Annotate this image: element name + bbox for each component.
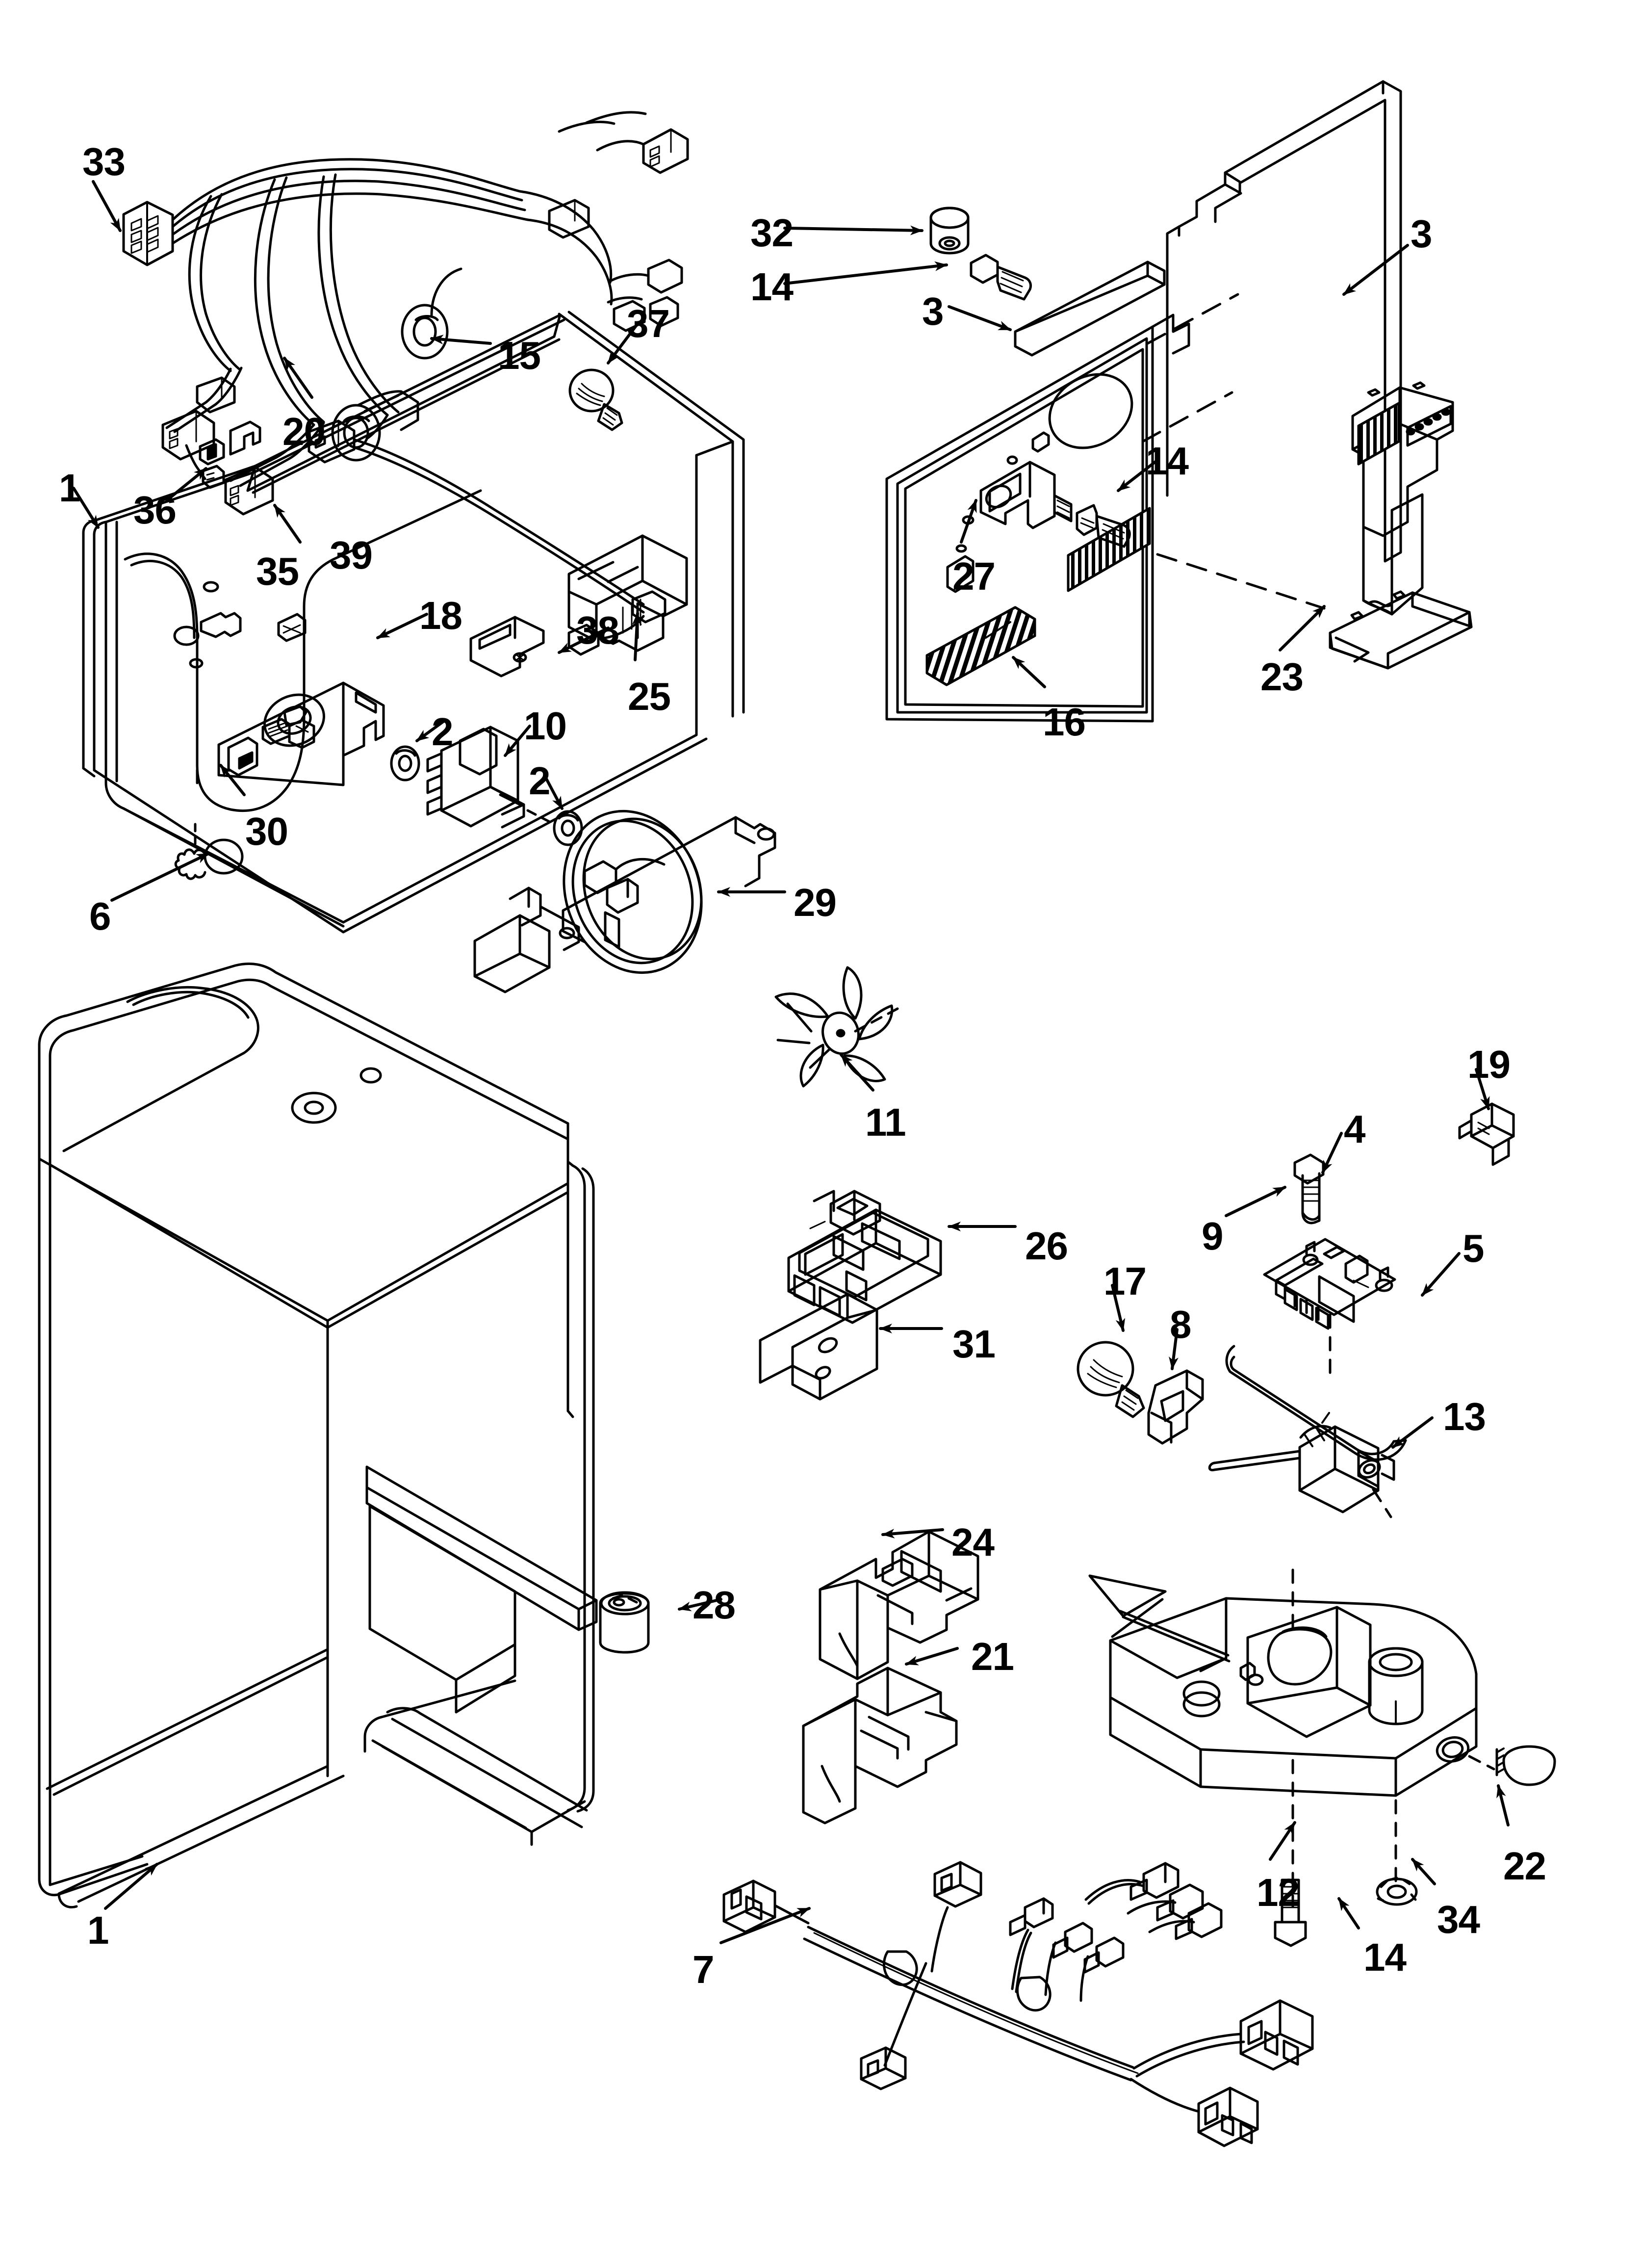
callout-21: 21 (971, 1635, 1014, 1678)
callout-22: 22 (1503, 1844, 1546, 1888)
mounting-plate-31 (759, 1293, 878, 1401)
light-bulb-17 (1077, 1341, 1145, 1418)
fan-shroud-29 (473, 809, 776, 993)
screw-9 (1293, 1153, 1325, 1225)
callout-14-c: 14 (1363, 1935, 1407, 1979)
wire-clip-19 (1458, 1102, 1515, 1166)
drawer-support-24 (819, 1530, 979, 1680)
callout-1-b: 1 (87, 1908, 109, 1952)
callout-17: 17 (1103, 1259, 1147, 1303)
rear-panel (885, 293, 1326, 723)
clip-36 (199, 420, 261, 466)
screw-14a (970, 254, 1032, 301)
callout-39: 39 (330, 533, 373, 577)
callout-27: 27 (952, 554, 996, 598)
callout-5: 5 (1462, 1226, 1484, 1270)
callout-34: 34 (1437, 1898, 1480, 1941)
callout-11: 11 (865, 1100, 906, 1144)
defrost-timer-13 (1208, 1412, 1395, 1518)
damper-housing-18 (217, 613, 385, 786)
callout-3-b: 3 (1411, 212, 1432, 256)
screw-14c (1274, 1878, 1307, 1947)
callout-31: 31 (952, 1322, 996, 1366)
callout-20: 20 (282, 410, 326, 453)
callout-29: 29 (794, 881, 837, 924)
control-board-4 (1263, 1238, 1396, 1378)
callout-3-a: 3 (922, 289, 944, 333)
wire-harness-7 (722, 1861, 1314, 2147)
callout-7: 7 (693, 1948, 714, 1991)
callout-13: 13 (1443, 1395, 1486, 1438)
callout-12: 12 (1257, 1871, 1300, 1914)
drawer-support-21 (802, 1667, 958, 1825)
callout-18: 18 (419, 594, 462, 637)
capillary-tube-5 (1225, 1345, 1407, 1461)
gasket-3b (1166, 80, 1402, 563)
bushing-32 (929, 207, 970, 255)
callout-35: 35 (256, 549, 299, 593)
terminal-cover-27 (979, 461, 1073, 529)
callout-15: 15 (498, 334, 541, 377)
fan-blade-11 (774, 966, 899, 1088)
callout-16: 16 (1043, 700, 1086, 744)
callout-8: 8 (1170, 1303, 1191, 1346)
leveling-foot-22 (1495, 1745, 1556, 1786)
drain-plug-6 (174, 823, 244, 880)
bracket-38 (469, 616, 545, 678)
liner-1 (82, 311, 745, 934)
callout-10: 10 (524, 704, 567, 748)
callout-32: 32 (750, 211, 794, 255)
air-duct-25 (567, 534, 688, 652)
push-nut-34 (1376, 1877, 1418, 1906)
gasket-3a (1014, 261, 1166, 357)
callout-33: 33 (82, 140, 126, 183)
callout-9: 9 (1202, 1214, 1223, 1258)
wire-harness-33 (122, 111, 689, 516)
air-tower-23 (1329, 381, 1473, 670)
screw-14b (1076, 504, 1131, 548)
callout-14-a: 14 (750, 265, 794, 309)
roller-bushing-28 (599, 1591, 650, 1654)
callout-19: 19 (1467, 1043, 1511, 1086)
light-bulb-37 (568, 368, 623, 431)
callout-23: 23 (1260, 655, 1304, 699)
callout-38: 38 (576, 608, 619, 652)
cabinet-1 (38, 962, 598, 1908)
bulb-shield-8 (1147, 1369, 1204, 1445)
callout-2-b: 2 (529, 759, 550, 803)
callout-14-b: 14 (1146, 439, 1189, 483)
callout-2-a: 2 (432, 710, 453, 754)
callout-30: 30 (245, 809, 288, 853)
temp-control-10 (390, 726, 583, 846)
callout-37: 37 (627, 302, 670, 345)
callout-24: 24 (951, 1520, 995, 1564)
light-socket-26 (787, 1190, 942, 1324)
drain-pan-12 (1088, 1568, 1495, 1908)
callout-25: 25 (628, 675, 671, 718)
callout-4: 4 (1344, 1107, 1365, 1151)
callout-36: 36 (133, 488, 177, 532)
callout-28: 28 (693, 1583, 736, 1627)
callout-6: 6 (89, 894, 111, 938)
callout-26: 26 (1025, 1224, 1068, 1268)
callout-1-a: 1 (59, 466, 80, 510)
